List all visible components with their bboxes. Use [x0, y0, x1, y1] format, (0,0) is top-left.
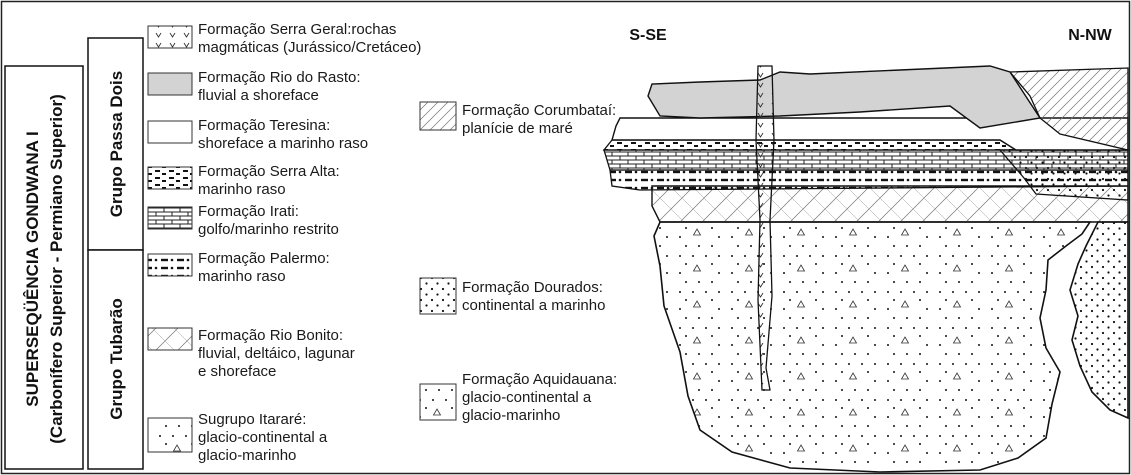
swatch-aquidauana — [419, 383, 457, 421]
legend-palermo-line1: Formação Palermo: — [198, 250, 330, 267]
legend-aquidauana-line2: glacio-continental a — [462, 389, 592, 406]
legend-aquidauana-line1: Formação Aquidauana: — [462, 371, 617, 388]
swatch-serra-alta — [147, 166, 193, 190]
group-tubarao-label: Grupo Tubarão — [107, 298, 126, 420]
legend-serra-alta-line2: marinho raso — [198, 181, 286, 198]
layer-itarare-aquidauana — [653, 221, 1092, 473]
swatch-rio-do-rasto — [147, 72, 193, 96]
group-tubarao-box — [87, 249, 144, 470]
legend-itarare-line1: Sugrupo Itararé: — [198, 411, 306, 428]
legend-irati-line2: golfo/marinho restrito — [198, 221, 339, 238]
swatch-rio-bonito — [147, 327, 193, 351]
legend-palermo-line2: marinho raso — [198, 268, 286, 285]
supersequence-period: (Carbonífero Superior - Permiano Superio… — [47, 94, 66, 444]
legend-rio-do-rasto-line1: Formação Rio do Rasto: — [198, 69, 361, 86]
layer-serra-geral-dike — [755, 65, 775, 391]
swatch-corumbatai — [419, 101, 457, 131]
legend-middle: Formação Corumbataí: planície de maré Fo… — [419, 101, 617, 424]
cross-section — [602, 65, 1129, 473]
layer-dourados — [1069, 221, 1129, 420]
legend-irati-line1: Formação Irati: — [198, 203, 299, 220]
group-passa-dois-label: Grupo Passa Dois — [107, 71, 126, 217]
legend-rio-bonito-line3: e shoreface — [198, 363, 276, 380]
legend-rio-bonito-line1: Formação Rio Bonito: — [198, 327, 343, 344]
legend-itarare-line3: glacio-marinho — [198, 447, 296, 464]
legend-teresina-line2: shoreface a marinho raso — [198, 135, 368, 152]
legend-left: Formação Serra Geral:rochas magmáticas (… — [147, 21, 421, 464]
supersequence-title: SUPERSEQÜÊNCIA GONDWANA I — [23, 131, 42, 407]
legend-serra-alta-line1: Formação Serra Alta: — [198, 163, 340, 180]
legend-corumbatai-line1: Formação Corumbataí: — [462, 102, 616, 119]
direction-left-label: S-SE — [629, 27, 667, 44]
swatch-irati — [147, 206, 193, 230]
direction-right-label: N-NW — [1068, 27, 1112, 44]
legend-aquidauana-line3: glacio-marinho — [462, 407, 560, 424]
swatch-palermo — [147, 253, 193, 277]
swatch-teresina — [147, 120, 193, 144]
layer-corumbatai — [1008, 67, 1129, 151]
legend-dourados-line2: continental a marinho — [462, 297, 605, 314]
legend-corumbatai-line2: planície de maré — [462, 120, 573, 137]
swatch-dourados — [419, 277, 457, 315]
legend-rio-do-rasto-line2: fluvial a shoreface — [198, 87, 319, 104]
legend-itarare-line2: glacio-continental a — [198, 429, 328, 446]
supersequence-box — [4, 65, 84, 470]
legend-rio-bonito-line2: fluvial, deltáico, lagunar — [198, 345, 355, 362]
legend-serra-geral-line1: Formação Serra Geral:rochas — [198, 21, 396, 38]
legend-teresina-line1: Formação Teresina: — [198, 117, 330, 134]
layer-serra-alta — [602, 139, 1019, 151]
swatch-serra-geral — [147, 25, 193, 49]
layer-rio-do-rasto — [647, 65, 1042, 129]
swatch-itarare — [147, 417, 193, 453]
legend-serra-geral-line2: magmáticas (Jurássico/Cretáceo) — [198, 39, 421, 56]
legend-dourados-line1: Formação Dourados: — [462, 279, 603, 296]
stratigraphic-column: SUPERSEQÜÊNCIA GONDWANA I (Carbonífero S… — [4, 37, 144, 470]
